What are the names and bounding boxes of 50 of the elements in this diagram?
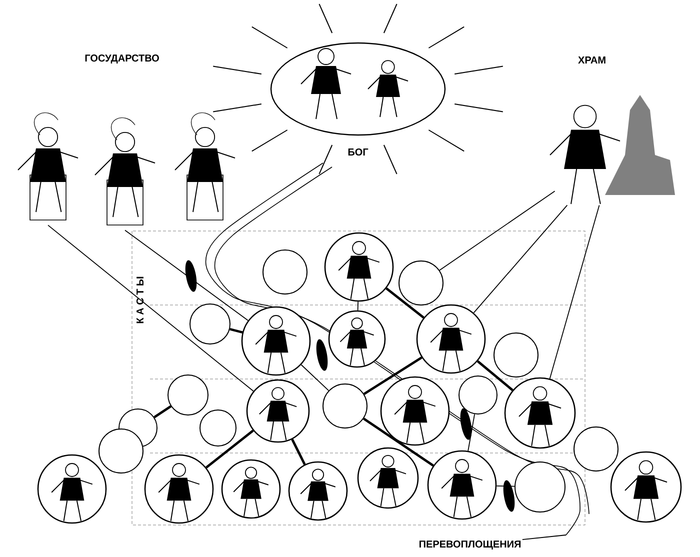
medallion-picture (328, 310, 386, 368)
empty-circle (262, 250, 308, 294)
empty-circle (574, 426, 618, 472)
seated-figure-drawing (174, 112, 236, 220)
connecting-line (154, 405, 172, 418)
empty-circle (322, 384, 368, 428)
medallion-picture (610, 451, 682, 523)
connecting-line (291, 438, 306, 466)
seated-figure-drawing (18, 112, 78, 220)
medallion-picture (288, 461, 348, 521)
medallion-picture (380, 376, 450, 446)
label-text: ГОСУДАРСТВО (85, 54, 159, 64)
medallion-picture (37, 454, 107, 524)
label-text: К А С Т Ы (136, 276, 144, 324)
medallion-picture (324, 232, 394, 302)
label-text: ХРАМ (578, 56, 606, 64)
medallion-picture (504, 377, 576, 449)
empty-circle (494, 332, 538, 378)
connecting-line (549, 204, 600, 380)
empty-circle (190, 304, 230, 344)
medallion-picture (144, 454, 214, 524)
connecting-line (362, 418, 434, 467)
empty-circle (458, 376, 498, 414)
medallion-picture (357, 447, 419, 509)
connecting-line (300, 364, 330, 392)
connecting-line (48, 224, 254, 392)
node-label: БОГ (348, 148, 368, 156)
connecting-line (468, 414, 476, 452)
medallion-picture (221, 459, 281, 519)
empty-circle (200, 410, 236, 446)
empty-circle (98, 428, 144, 474)
medallion-picture (427, 450, 497, 520)
empty-circle (514, 462, 566, 512)
connecting-line (476, 360, 514, 392)
connecting-line (473, 204, 568, 314)
connecting-line (363, 356, 422, 395)
connecting-line (439, 190, 556, 271)
medallion-picture (241, 306, 311, 376)
connecting-line (230, 328, 243, 334)
caption-text: ПЕРЕВОПЛОЩЕНИЯ (420, 540, 521, 550)
connecting-line (386, 287, 424, 319)
connecting-line (205, 430, 254, 468)
temple-drawing (550, 95, 675, 204)
empty-circle (168, 374, 208, 416)
seated-figure-drawing (94, 117, 156, 226)
medallion-picture (246, 379, 310, 443)
empty-circle (398, 260, 444, 306)
medallion-picture (416, 304, 486, 374)
leader-line (522, 534, 566, 540)
connecting-line (357, 301, 358, 311)
